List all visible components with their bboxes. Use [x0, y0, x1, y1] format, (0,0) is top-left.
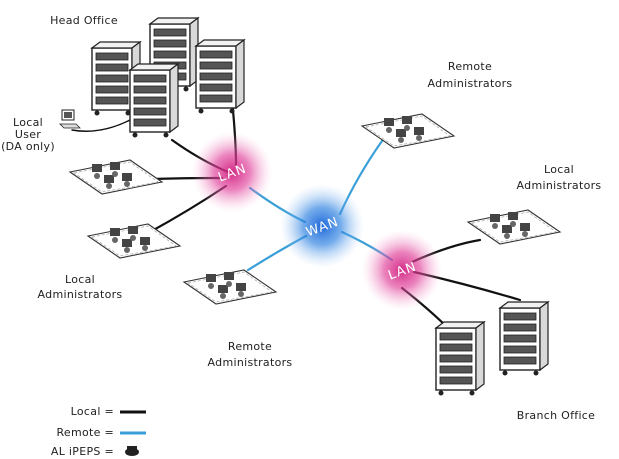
lan-hub-right: LAN	[362, 230, 442, 310]
head-office-label: Head Office	[50, 14, 118, 27]
local-user-label-line2: User	[14, 128, 42, 141]
branch-office-servers	[435, 301, 549, 397]
al-ipeps-icon	[125, 446, 139, 456]
local-admins-left-label-line1: Local	[64, 273, 95, 286]
remote-admins-bottom-label-line2: Administrators	[207, 356, 293, 369]
head-office-servers	[91, 17, 245, 139]
local-user-label-line1: Local	[12, 116, 43, 129]
desk-cluster-local-left-bottom	[87, 223, 181, 259]
remote-admins-bottom-label-line1: Remote	[227, 340, 273, 353]
legend-local-label: Local =	[70, 405, 114, 418]
remote-admins-top-label-line2: Administrators	[427, 77, 513, 90]
desk-cluster-local-left-top	[69, 159, 163, 195]
wan-hub: WAN	[280, 184, 364, 268]
branch-office-label: Branch Office	[516, 409, 596, 422]
desk-cluster-remote-top	[361, 113, 455, 149]
legend-swatches	[120, 410, 146, 456]
desk-cluster-remote-bottom	[183, 269, 277, 305]
local-admins-left-label-line2: Administrators	[37, 288, 123, 301]
lan-hub-left: LAN	[192, 132, 272, 212]
desk-cluster-local-right	[467, 209, 561, 245]
legend-remote-label: Remote =	[56, 426, 114, 439]
remote-admins-top-label-line1: Remote	[447, 60, 493, 73]
local-user-label-line3: (DA only)	[1, 140, 55, 153]
local-admins-right-label-line2: Administrators	[516, 179, 602, 192]
computer-icon	[59, 109, 81, 129]
legend-al-ipeps-label: AL iPEPS =	[50, 445, 114, 458]
local-admins-right-label-line1: Local	[543, 163, 574, 176]
